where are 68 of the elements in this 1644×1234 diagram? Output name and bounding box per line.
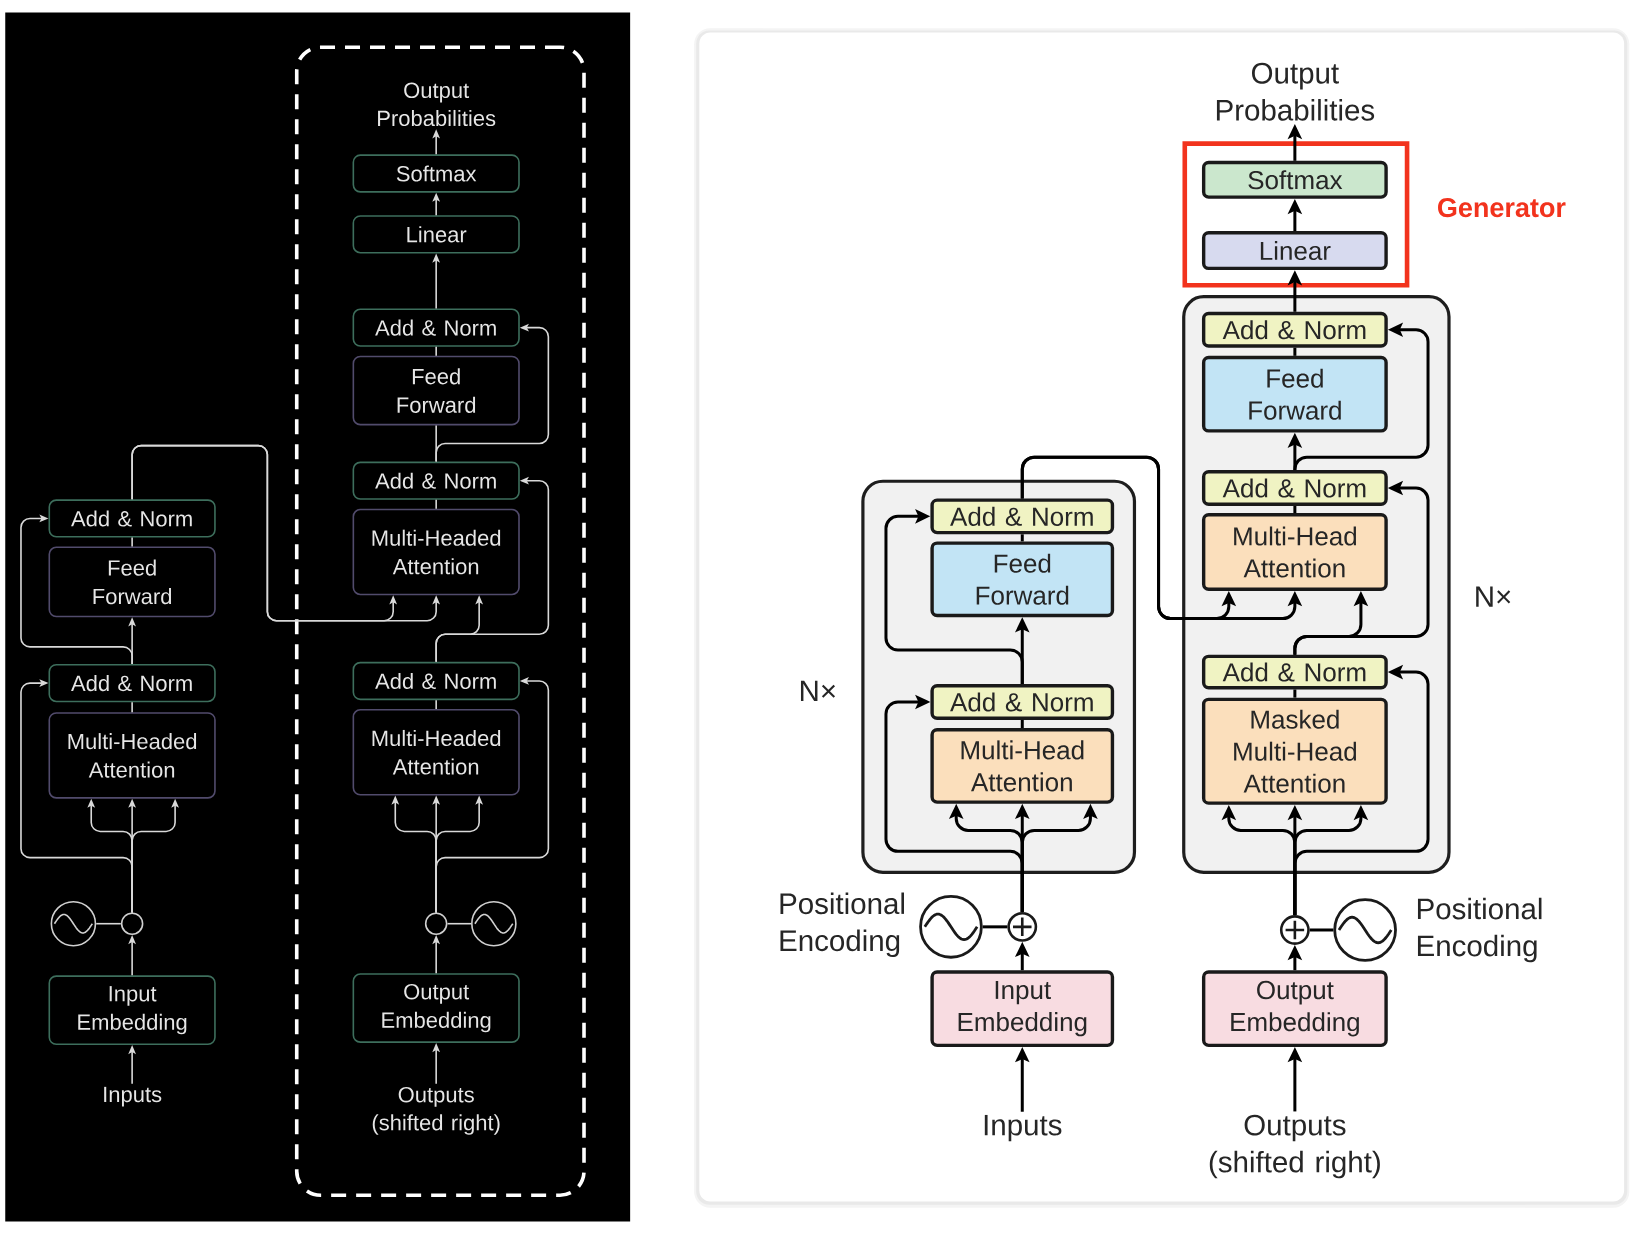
layer-box: Softmax [352,154,520,193]
arrow [20,514,133,665]
repeat-label: N× [1476,586,1511,607]
layer-box: Add & Norm [1201,654,1388,690]
arrow [435,677,550,914]
connector-line [131,701,133,713]
side-label: Positional Encoding [780,892,904,957]
connector-line [1293,506,1297,514]
layer-box: Add & Norm [48,663,216,703]
layer-box: Add & Norm [48,499,216,538]
repeat-label: N× [800,680,836,702]
layer-box: Masked Multi-Head Attention [1201,697,1388,805]
connector-line [1293,347,1297,356]
layer-box: Linear [1201,231,1388,271]
layer-box: Add & Norm [1201,311,1388,348]
layer-box: Input Embedding [930,970,1115,1048]
adder-circle [424,912,448,935]
layer-box: Feed Forward [48,546,216,618]
layer-box: Add & Norm [930,684,1115,720]
layer-box: Multi-Head Attention [930,728,1115,804]
dashed-frame [294,45,586,1198]
layer-box: Input Embedding [48,975,216,1046]
layer-box: Add & Norm [352,661,520,701]
sine-circle [1333,898,1397,962]
layer-box: Output Embedding [1201,970,1388,1048]
text-label: Inputs [984,1114,1062,1142]
adder-circle [1007,911,1038,942]
layer-box: Add & Norm [1201,470,1388,506]
sine-circle [50,900,97,947]
layer-box: Softmax [1201,160,1388,199]
connector-line [131,536,133,548]
text-label: Output Probabilities [1216,62,1375,121]
connector-line [982,925,1008,929]
layer-box: Multi-Head Attention [1201,513,1388,591]
frame-label: Generator [1438,198,1566,218]
connector-line [1020,534,1024,542]
layer-box: Feed Forward [1201,355,1388,433]
layer-box: Add & Norm [930,498,1115,535]
layer-box: Multi-Headed Attention [352,709,520,796]
side-label: Positional Encoding [1417,897,1542,963]
layer-box: Add & Norm [352,461,520,500]
arrow [884,694,1024,912]
text-label: Inputs [104,1086,162,1107]
adder-circle [1279,915,1310,945]
adder-circle [120,912,144,935]
text-label: Output Probabilities [378,82,496,127]
connector-line [1309,928,1334,932]
connector-line [435,499,437,510]
connector-line [435,699,437,710]
sine-circle [919,895,983,959]
text-label: Outputs (shifted right) [372,1086,500,1135]
layer-box: Feed Forward [930,541,1115,618]
layer-box: Multi-Headed Attention [352,508,520,596]
connector-line [95,922,122,925]
arrow [20,679,133,914]
layer-box: Linear [352,215,520,254]
highlight-frame [1182,141,1410,288]
layer-box: Output Embedding [352,973,520,1043]
connector-line [1293,689,1297,698]
connector-line [1020,719,1024,729]
layer-box: Feed Forward [352,355,520,426]
connector-line [435,346,437,357]
text-label: Outputs (shifted right) [1209,1114,1380,1179]
layer-box: Add & Norm [352,308,520,347]
layer-box: Multi-Headed Attention [48,712,216,799]
sine-circle [471,900,517,947]
arrow [884,509,1024,684]
connector-line [446,922,472,925]
